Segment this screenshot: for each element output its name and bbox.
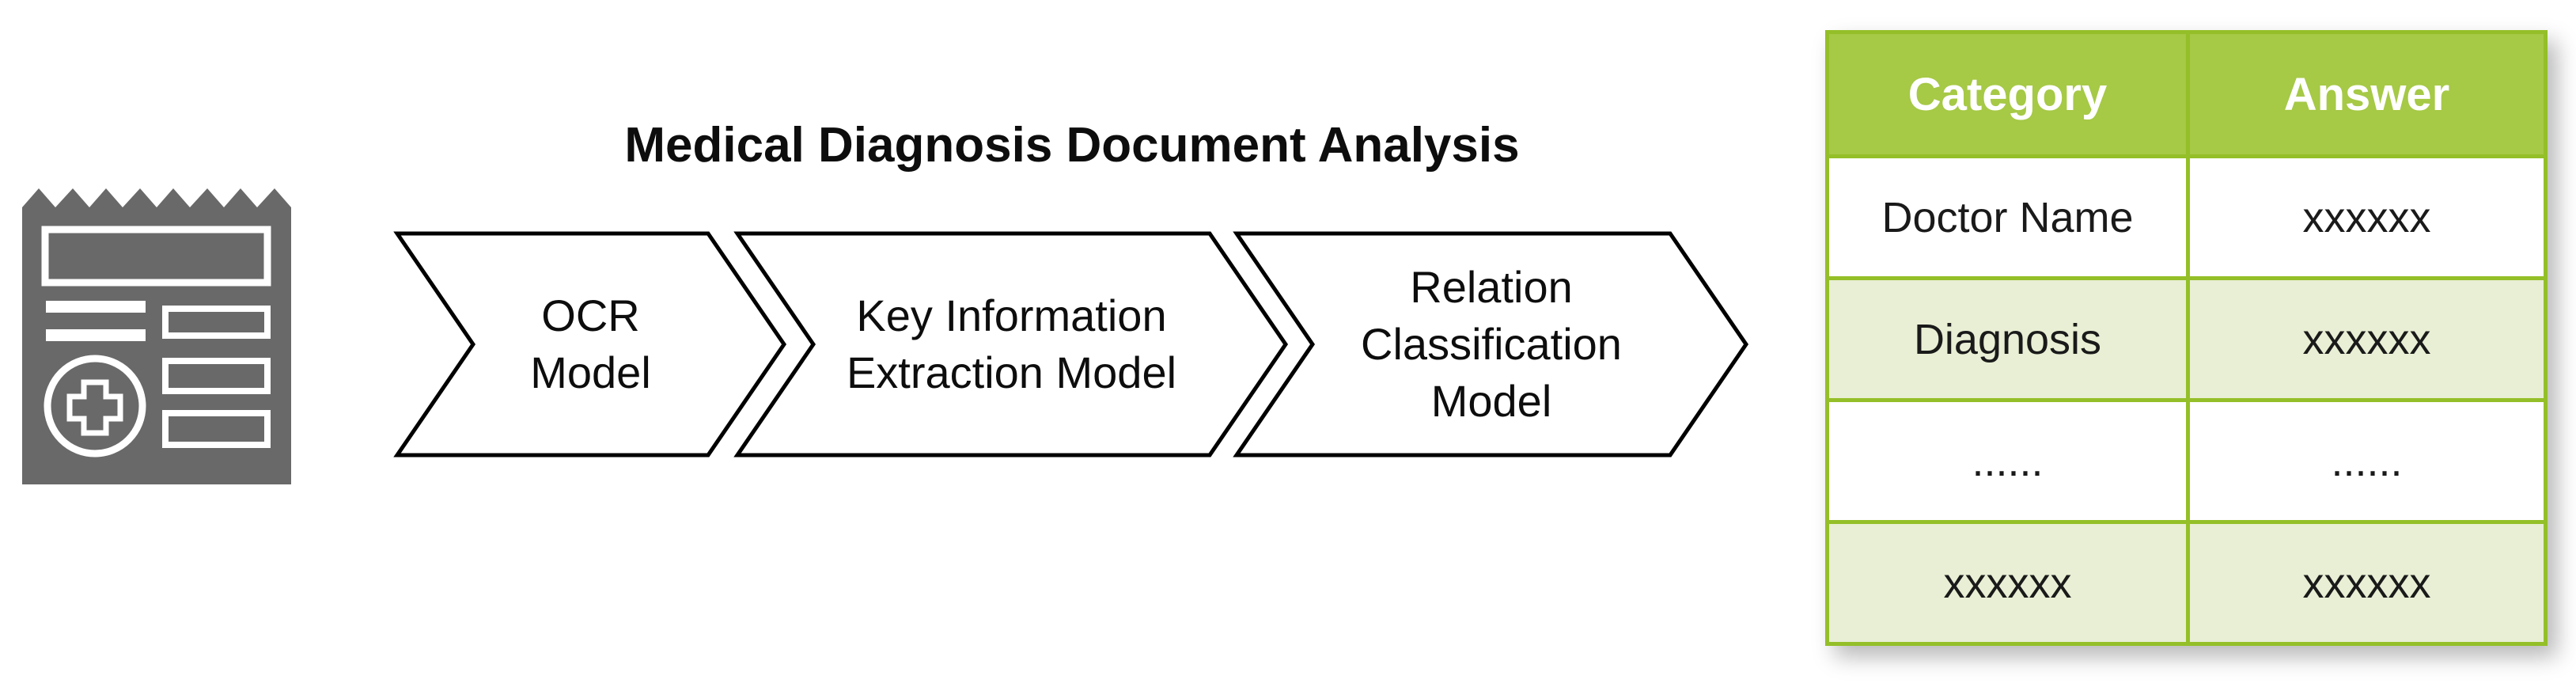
table-cell-category: xxxxxx: [1829, 524, 2186, 642]
pipeline-step-label: OCR Model: [530, 290, 651, 397]
medical-cross-circle: [44, 355, 146, 458]
page-title: Medical Diagnosis Document Analysis: [624, 118, 1520, 173]
table-cell-category: Diagnosis: [1829, 280, 2186, 398]
pipeline-step-label: Key Information Extraction Model: [846, 290, 1177, 397]
table-cell-answer: xxxxxx: [2190, 158, 2544, 276]
receipt-field-box-3: [162, 410, 271, 448]
table-header-answer: Answer: [2190, 34, 2544, 154]
chevron-shape: [393, 231, 787, 458]
results-table: Category Answer Doctor Name xxxxxx Diagn…: [1825, 30, 2548, 646]
table-cell-answer: xxxxxx: [2190, 524, 2544, 642]
pipeline-step-label: Relation Classification Model: [1361, 262, 1622, 426]
pipeline-step-relation-classification: Relation Classification Model: [1233, 231, 1749, 458]
table-cell-category: Doctor Name: [1829, 158, 2186, 276]
table-header-category: Category: [1829, 34, 2186, 154]
receipt-field-box-1: [162, 306, 271, 339]
medical-document-icon: [22, 188, 291, 484]
receipt-header-box: [41, 226, 271, 287]
medical-receipt-icon: [22, 188, 291, 484]
table-cell-answer: xxxxxx: [2190, 280, 2544, 398]
receipt-text-line-1: [46, 301, 146, 313]
pipeline-step-ocr: OCR Model: [393, 231, 787, 458]
receipt-field-box-2: [162, 358, 271, 394]
chevron-shape: [733, 231, 1289, 458]
table-cell-answer: ......: [2190, 402, 2544, 520]
chevron-shape: [1233, 231, 1749, 458]
receipt-text-line-2: [46, 329, 146, 341]
table-cell-category: ......: [1829, 402, 2186, 520]
pipeline-step-key-information-extraction: Key Information Extraction Model: [733, 231, 1289, 458]
medical-cross-icon: [66, 379, 123, 436]
